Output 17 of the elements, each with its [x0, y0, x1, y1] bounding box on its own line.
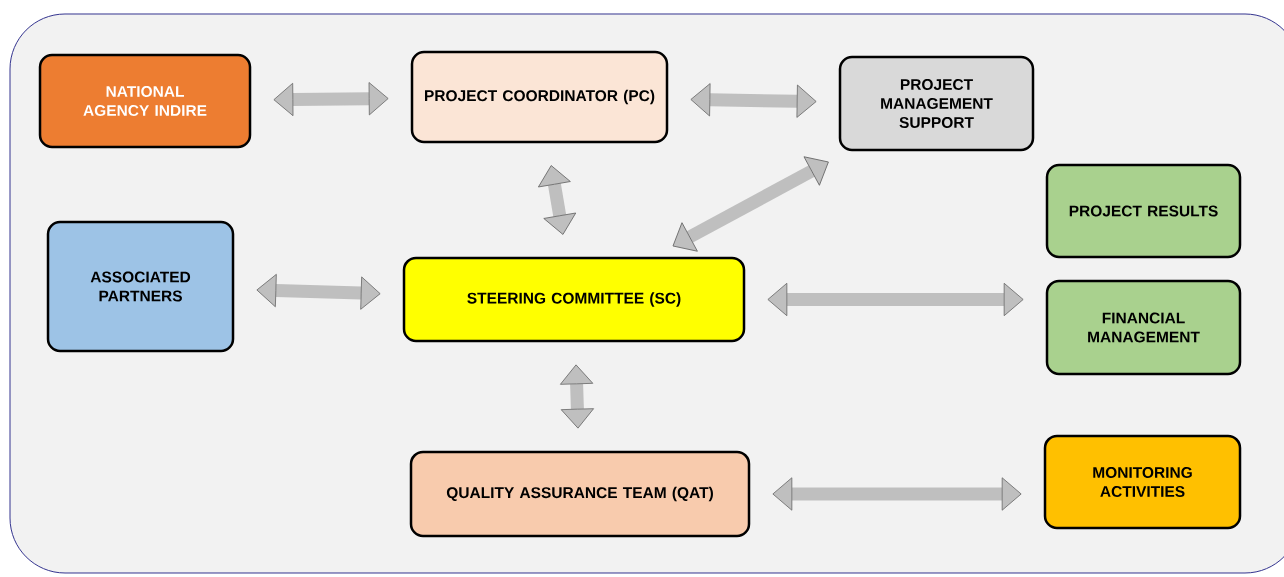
double-arrow — [256, 273, 381, 310]
process-box: PROJECT RESULTS — [1045, 163, 1242, 259]
double-arrow — [690, 83, 817, 118]
process-box: QUALITY ASSURANCE TEAM (QAT) — [409, 450, 751, 538]
process-box: STEERING COMMITTEE (SC) — [402, 256, 746, 343]
double-arrow — [560, 364, 594, 429]
process-box: MONITORING ACTIVITIES — [1043, 434, 1242, 530]
process-box: FINANCIAL MANAGEMENT — [1045, 279, 1242, 376]
double-arrow — [772, 477, 1022, 511]
double-arrow — [767, 282, 1024, 317]
process-box: ASSOCIATED PARTNERS — [46, 220, 235, 353]
process-box: PROJECT COORDINATOR (PC) — [410, 50, 669, 144]
process-box: PROJECT MANAGEMENT SUPPORT — [838, 55, 1035, 152]
process-box: NATIONAL AGENCY INDIRE — [38, 53, 252, 149]
double-arrow — [538, 165, 577, 235]
double-arrow — [273, 82, 389, 117]
double-arrow — [672, 156, 829, 252]
